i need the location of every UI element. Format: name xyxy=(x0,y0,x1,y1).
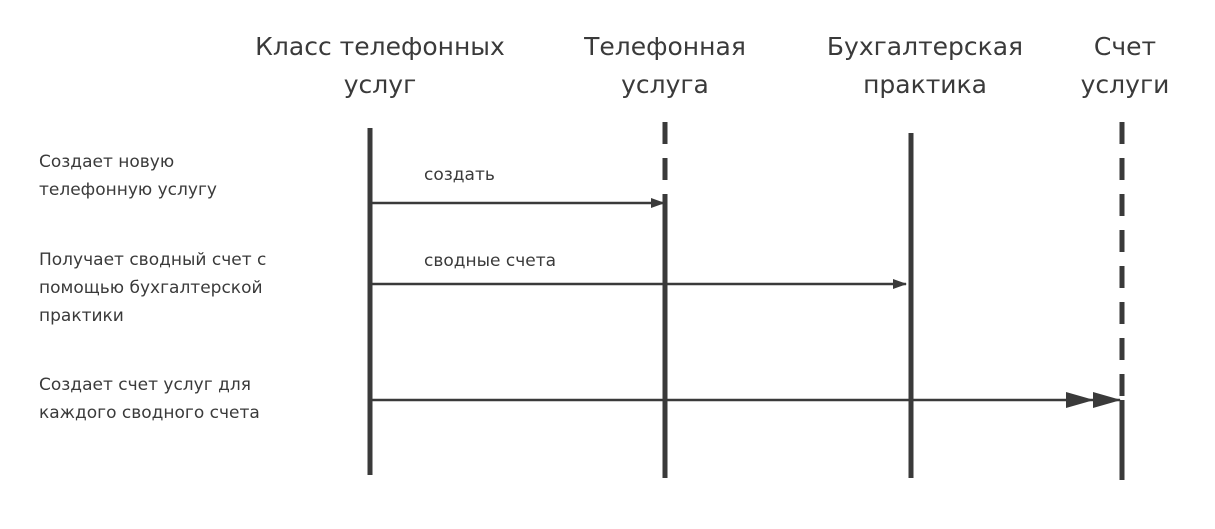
step-description: Получает сводный счет с помощью бухгалте… xyxy=(39,246,266,330)
lifeline-header-line: услуг xyxy=(343,70,417,99)
lifeline-header-line: Телефонная xyxy=(584,32,746,61)
lifeline-header-line: услуга xyxy=(621,70,709,99)
lifeline-header-service-class: Класс телефонных услуг xyxy=(240,28,520,104)
lifeline-header-line: услуги xyxy=(1080,70,1170,99)
lifeline-header-service-invoice: Счет услуги xyxy=(1060,28,1190,104)
lifeline-header-line: Бухгалтерская xyxy=(826,32,1024,61)
step-description-line: Получает сводный счет с xyxy=(39,250,267,270)
step-description-line: Создает новую xyxy=(39,152,175,172)
message-label-create: создать xyxy=(424,165,495,185)
step-description: Создает новую телефонную услугу xyxy=(39,148,217,204)
step-description-line: каждого сводного счета xyxy=(39,403,260,423)
step-description: Создает счет услуг для каждого сводного … xyxy=(39,371,260,427)
step-description-line: помощью бухгалтерской xyxy=(39,278,263,298)
lifeline-header-line: Счет xyxy=(1093,32,1157,61)
arrowhead-icon xyxy=(1066,392,1094,408)
lifeline-header-line: Класс телефонных xyxy=(255,32,505,61)
step-description-line: Создает счет услуг для xyxy=(39,375,251,395)
lifeline-header-accounting: Бухгалтерская практика xyxy=(805,28,1045,104)
step-description-line: практики xyxy=(39,306,124,326)
message-label-summary-invoices: сводные счета xyxy=(424,251,557,271)
step-description-line: телефонную услугу xyxy=(39,180,217,200)
lifeline-header-line: практика xyxy=(863,70,987,99)
arrowhead-icon xyxy=(1093,392,1121,408)
lifeline-header-phone-service: Телефонная услуга xyxy=(565,28,765,104)
